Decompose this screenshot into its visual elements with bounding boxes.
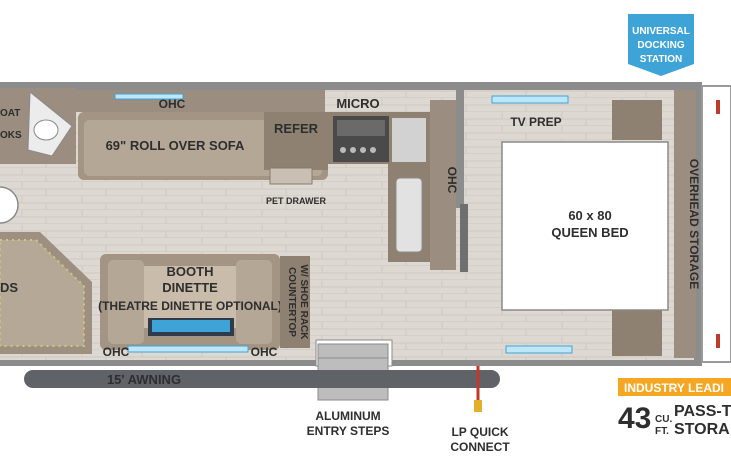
bedroom-partition bbox=[456, 88, 468, 272]
badge-line2: DOCKING bbox=[637, 40, 684, 51]
booth-label-1: BOOTH bbox=[167, 264, 214, 279]
refer-label: REFER bbox=[274, 121, 319, 136]
bedroom-light bbox=[505, 345, 573, 354]
micro-label: MICRO bbox=[336, 96, 379, 111]
countertop-shoe-rack bbox=[280, 256, 310, 348]
bed-size-label: 60 x 80 bbox=[568, 208, 611, 223]
steps-label-2: ENTRY STEPS bbox=[307, 424, 390, 438]
promo-pass: PASS-TH bbox=[674, 403, 731, 420]
lp-label-1: LP QUICK bbox=[451, 425, 508, 439]
sofa-label: 69" ROLL OVER SOFA bbox=[106, 138, 245, 153]
steps-label-1: ALUMINUM bbox=[315, 409, 380, 423]
pet-drawer-label: PET DRAWER bbox=[266, 196, 327, 206]
pass-through-promo: INDUSTRY LEADI 43 CU. FT. PASS-TH STORA bbox=[618, 378, 731, 438]
queen-bed bbox=[501, 141, 669, 311]
overhead-storage bbox=[674, 90, 696, 358]
ohc-sofa-label: OHC bbox=[159, 97, 186, 111]
countertop-label-2: W/ SHOE RACK bbox=[298, 265, 309, 341]
promo-number: 43 bbox=[618, 402, 651, 435]
theatre-label: (THEATRE DINETTE OPTIONAL) bbox=[98, 299, 282, 313]
sofa-overhead-light bbox=[114, 93, 184, 100]
badge-line1: UNIVERSAL bbox=[632, 26, 690, 37]
countertop-label-1: COUNTERTOP bbox=[286, 267, 297, 337]
bathroom-corner bbox=[0, 88, 76, 224]
ohc-kitchen-label: OHC bbox=[445, 167, 459, 194]
sofa-overhead-shelf bbox=[75, 90, 325, 112]
hooks-label: OKS bbox=[0, 130, 22, 141]
ohc-dinette-right: OHC bbox=[251, 345, 278, 359]
ohc-dinette-left: OHC bbox=[103, 345, 130, 359]
promo-storage: STORA bbox=[674, 421, 730, 438]
booth-label-2: DINETTE bbox=[162, 280, 218, 295]
awning bbox=[24, 370, 500, 388]
overhead-storage-label: OVERHEAD STORAGE bbox=[687, 159, 701, 289]
kitchen-ohc bbox=[430, 100, 456, 270]
kitchen-counter bbox=[328, 112, 432, 262]
booth-dinette bbox=[100, 254, 280, 353]
nightstands bbox=[612, 100, 662, 356]
lp-connector bbox=[474, 400, 482, 412]
bunks-label: DS bbox=[0, 280, 18, 295]
tv-prep-light bbox=[491, 95, 569, 104]
promo-ft: FT. bbox=[655, 426, 669, 437]
tv-prep-label: TV PREP bbox=[510, 115, 561, 129]
promo-cu: CU. bbox=[655, 414, 672, 425]
coat-label: OAT bbox=[0, 108, 20, 119]
lp-label-2: CONNECT bbox=[450, 440, 510, 454]
pet-drawer bbox=[269, 167, 313, 185]
docking-station-badge: UNIVERSAL DOCKING STATION bbox=[628, 14, 694, 76]
awning-label: 15' AWNING bbox=[107, 372, 181, 387]
promo-banner: INDUSTRY LEADI bbox=[624, 381, 724, 395]
bunk-area bbox=[0, 232, 92, 354]
badge-line3: STATION bbox=[640, 54, 682, 65]
bed-type-label: QUEEN BED bbox=[551, 225, 628, 240]
refrigerator bbox=[264, 112, 328, 170]
